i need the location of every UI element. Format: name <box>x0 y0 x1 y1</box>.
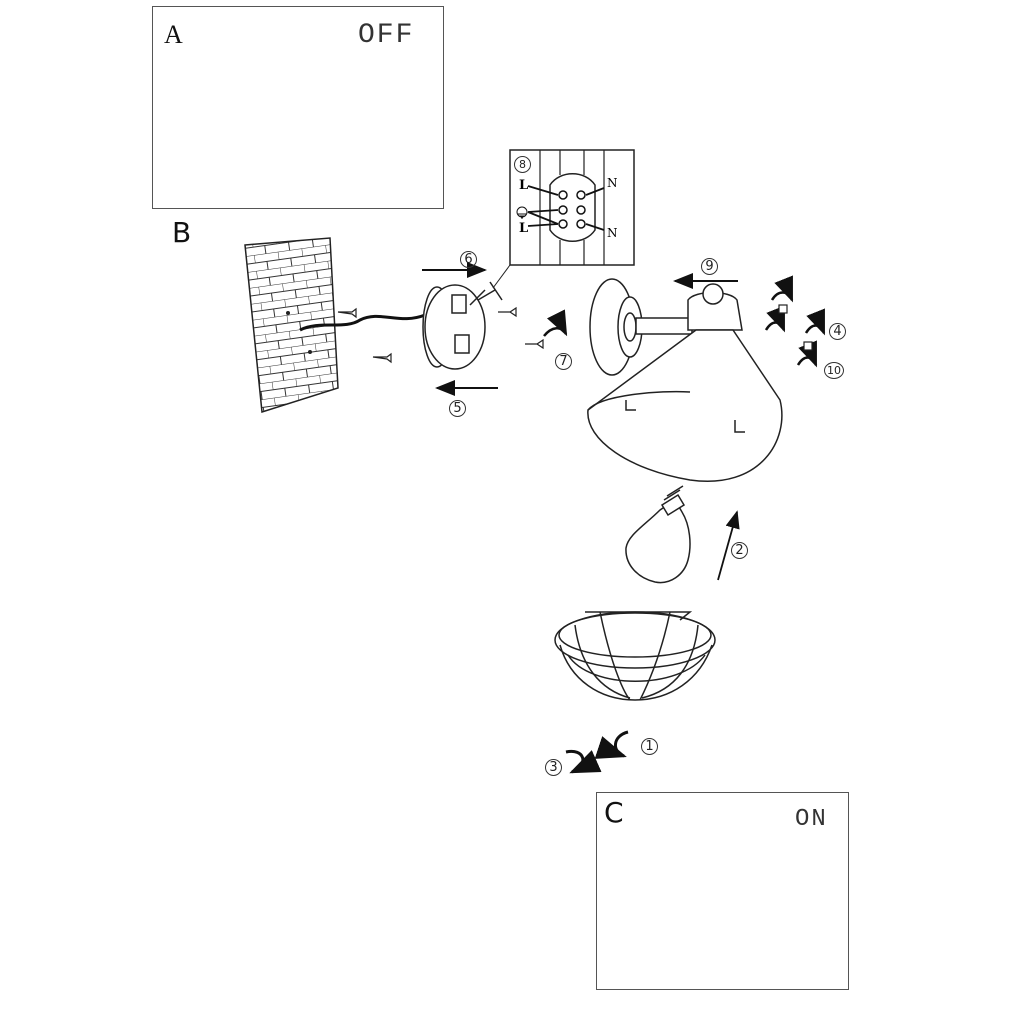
wiring-step-8: 8 <box>514 156 531 173</box>
mounting-plate <box>422 281 503 370</box>
step-2: 2 <box>731 542 748 559</box>
step-10: 10 <box>824 362 844 379</box>
cage-guard <box>554 611 716 701</box>
panel-c-letter: C <box>604 796 624 829</box>
rotate-arrow-1 <box>594 730 629 759</box>
wall-plugs <box>337 307 392 364</box>
panel-a-state: OFF <box>358 20 415 51</box>
panel-a-letter: A <box>164 20 183 49</box>
wiring-label-n-bottom: N <box>607 226 618 240</box>
brick-wall <box>244 237 339 413</box>
fastening-nuts <box>764 275 826 368</box>
panel-b-letter: B <box>172 216 192 249</box>
step-6: 6 <box>460 251 477 268</box>
wiring-inset <box>509 149 635 266</box>
panel-c <box>596 792 849 990</box>
inset-leader <box>492 264 511 289</box>
nut-parts <box>778 304 813 351</box>
panel-a <box>152 6 444 209</box>
step-7: 7 <box>555 353 572 370</box>
wiring-label-n-top: N <box>607 176 618 190</box>
step-4: 4 <box>829 323 846 340</box>
wall-lamp-fixture <box>587 278 783 482</box>
step-5: 5 <box>449 400 466 417</box>
mounting-screws <box>498 306 544 350</box>
wiring-label-l-top: L <box>519 178 529 193</box>
step-9: 9 <box>701 258 718 275</box>
rotate-arrow-3 <box>565 749 602 774</box>
screw-rotate-arrow <box>543 309 568 337</box>
light-bulb <box>625 485 691 584</box>
arrow-2 <box>717 510 740 581</box>
panel-c-state: ON <box>795 806 828 833</box>
step-3: 3 <box>545 759 562 776</box>
step-1: 1 <box>641 738 658 755</box>
wiring-label-l-bottom: L <box>519 221 529 236</box>
